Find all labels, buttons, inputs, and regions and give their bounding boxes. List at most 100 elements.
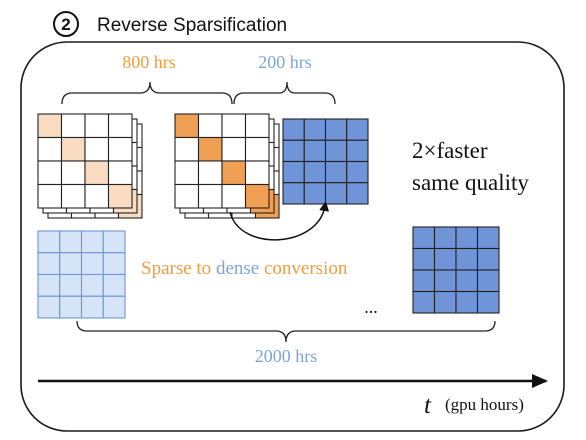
sparse-phase-brace bbox=[61, 81, 233, 105]
sparse-matrix-cell bbox=[221, 136, 247, 162]
sparse-matrix-cell bbox=[60, 160, 86, 186]
sparse-matrix-cell bbox=[84, 113, 110, 139]
sparse-phase-duration-label: 800 hrs bbox=[122, 52, 176, 72]
dense-matrix-cell bbox=[303, 139, 327, 163]
conversion-label-sparse: Sparse to bbox=[141, 258, 216, 279]
dense-matrix-cell bbox=[455, 247, 479, 271]
sparse-matrix-cell bbox=[60, 183, 86, 209]
sparse-matrix-cell bbox=[107, 183, 133, 209]
dense-matrix-cell bbox=[476, 269, 500, 293]
sparse-matrix-cell bbox=[107, 136, 133, 162]
dense-phase-duration-label: 200 hrs bbox=[258, 52, 312, 72]
dense-matrix-cell bbox=[455, 226, 479, 250]
light-dense-matrix-cell bbox=[37, 230, 61, 254]
step-number-circle-icon bbox=[53, 11, 79, 37]
sparse-matrix-cell bbox=[60, 113, 86, 139]
dense-matrix-cell bbox=[324, 118, 348, 141]
time-axis-symbol: t bbox=[424, 392, 432, 419]
sparse-matrix-cell bbox=[244, 183, 270, 209]
dense-matrix-cell bbox=[476, 247, 500, 271]
dense-matrix-cell bbox=[433, 247, 457, 271]
time-axis-unit: (gpu hours) bbox=[445, 395, 524, 414]
dense-matrix-cell bbox=[282, 160, 305, 184]
dense-matrix-cell bbox=[324, 182, 348, 205]
dense-matrix-cell bbox=[412, 226, 436, 250]
sparse-matrix-cell bbox=[197, 136, 223, 162]
light-dense-matrix-cell bbox=[37, 273, 61, 297]
dense-matrix-cell bbox=[282, 182, 305, 205]
conversion-curved-arrow-icon bbox=[229, 201, 330, 241]
sparse-matrix-cell bbox=[221, 183, 247, 209]
dense-matrix-final bbox=[412, 226, 500, 314]
sparse-matrix-cell bbox=[84, 183, 110, 209]
light-dense-matrix-cell bbox=[80, 230, 104, 254]
sparse-matrix-cell bbox=[37, 160, 63, 186]
diagram-frame bbox=[20, 41, 565, 432]
light-dense-matrix-cell bbox=[102, 252, 126, 276]
sparse-matrix-cell bbox=[174, 113, 200, 139]
dense-matrix-cell bbox=[412, 269, 436, 293]
sparse-matrix-cell bbox=[60, 136, 86, 162]
sparse-matrix-layer bbox=[37, 113, 133, 209]
conversion-label-dense: dense bbox=[216, 258, 259, 279]
dense-matrix-converted bbox=[282, 118, 369, 205]
sparse-matrix-cell bbox=[244, 136, 270, 162]
dense-matrix-cell bbox=[346, 182, 369, 205]
ellipsis: ... bbox=[364, 297, 378, 317]
title-group: 2 Reverse Sparsification bbox=[53, 11, 287, 37]
sparse-matrix-cell bbox=[221, 160, 247, 186]
sparse-matrix-cell bbox=[84, 136, 110, 162]
light-dense-matrix-cell bbox=[59, 295, 83, 319]
sparse-matrix-cell bbox=[107, 113, 133, 139]
dense-phase-brace bbox=[233, 81, 336, 105]
sparse-matrix-cell bbox=[84, 160, 110, 186]
dense-matrix-cell bbox=[346, 139, 369, 163]
diagram-title: Reverse Sparsification bbox=[97, 15, 287, 36]
light-dense-matrix-cell bbox=[37, 295, 61, 319]
light-dense-matrix-cell bbox=[80, 252, 104, 276]
sparse-matrix-stack-1 bbox=[37, 113, 143, 219]
sparse-matrix-cell bbox=[37, 113, 63, 139]
sparse-matrix-cell bbox=[174, 183, 200, 209]
light-dense-matrix-cell bbox=[102, 230, 126, 254]
light-dense-matrix-cell bbox=[80, 273, 104, 297]
sparse-matrix-cell bbox=[37, 183, 63, 209]
light-dense-matrix-cell bbox=[59, 230, 83, 254]
total-duration-brace bbox=[76, 320, 496, 343]
dense-matrix-cell bbox=[303, 182, 327, 205]
sparse-matrix-layer bbox=[174, 113, 270, 209]
dense-matrix-cell bbox=[346, 160, 369, 184]
sparse-matrix-cell bbox=[174, 160, 200, 186]
light-dense-matrix-cell bbox=[80, 295, 104, 319]
sparse-matrix-cell bbox=[244, 113, 270, 139]
dense-matrix-cell bbox=[412, 290, 436, 314]
dense-matrix-cell bbox=[433, 226, 457, 250]
sparse-matrix-cell bbox=[37, 136, 63, 162]
total-duration-label: 2000 hrs bbox=[255, 346, 318, 366]
dense-matrix-cell bbox=[455, 269, 479, 293]
dense-matrix-cell bbox=[433, 269, 457, 293]
sparse-matrix-cell bbox=[174, 136, 200, 162]
sparse-matrix-cell bbox=[197, 160, 223, 186]
dense-matrix-cell bbox=[282, 118, 305, 141]
dense-matrix-cell bbox=[303, 118, 327, 141]
step-number: 2 bbox=[61, 15, 70, 34]
result-note-speed: 2×faster bbox=[412, 138, 488, 163]
conversion-label: Sparse to dense conversion bbox=[141, 258, 348, 279]
dense-matrix-cell bbox=[433, 290, 457, 314]
dense-matrix-cell bbox=[412, 247, 436, 271]
light-dense-matrix-cell bbox=[59, 273, 83, 297]
sparse-matrix-cell bbox=[197, 183, 223, 209]
light-dense-matrix-cell bbox=[59, 252, 83, 276]
sparse-matrix-cell bbox=[244, 160, 270, 186]
dense-matrix-cell bbox=[476, 226, 500, 250]
dense-matrix-cell bbox=[455, 290, 479, 314]
dense-matrix-cell bbox=[282, 139, 305, 163]
dense-matrix-cell bbox=[324, 139, 348, 163]
sparse-matrix-cell bbox=[107, 160, 133, 186]
sparse-matrix-cell bbox=[197, 113, 223, 139]
light-dense-matrix-cell bbox=[37, 252, 61, 276]
result-note-quality: same quality bbox=[412, 170, 529, 195]
light-dense-matrix-cell bbox=[102, 273, 126, 297]
